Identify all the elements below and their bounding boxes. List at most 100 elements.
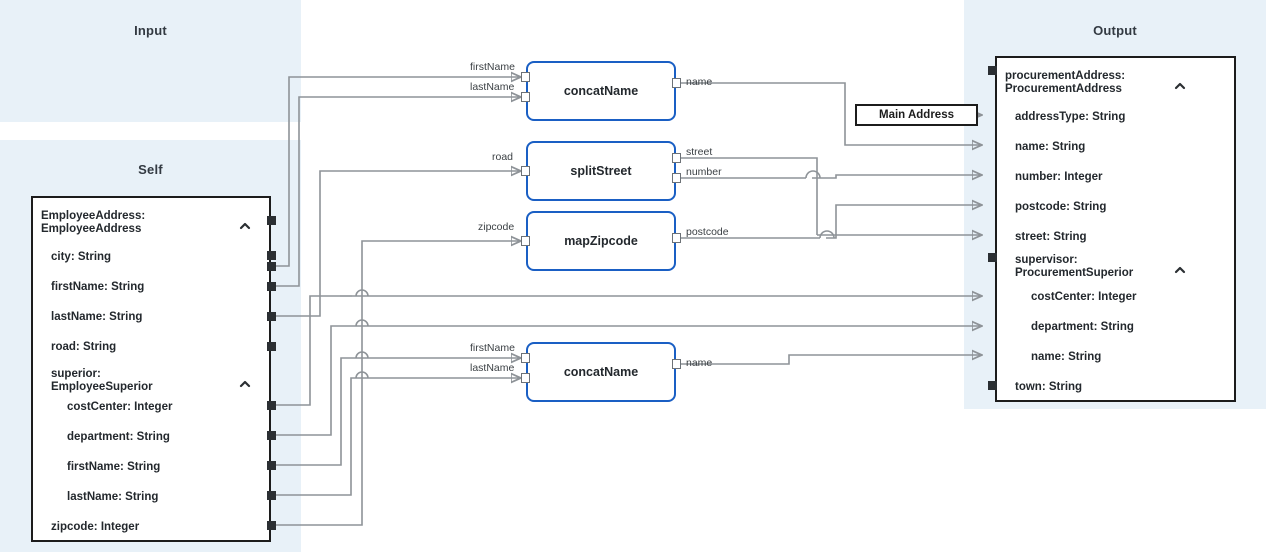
- output-row-label: name: String: [1015, 141, 1086, 153]
- self-row[interactable]: costCenter: Integer: [33, 401, 269, 414]
- function-node-title: concatName: [563, 84, 639, 98]
- output-port-root[interactable]: [988, 66, 997, 75]
- self-row-label: lastName: String: [51, 311, 143, 323]
- output-row-label: procurementAddress:ProcurementAddress: [1005, 70, 1126, 95]
- self-port-zipcode[interactable]: [267, 521, 276, 530]
- output-row[interactable]: street: String: [997, 231, 1234, 244]
- output-row[interactable]: supervisor:ProcurementSuperior: [997, 254, 1234, 280]
- self-row[interactable]: department: String: [33, 431, 269, 444]
- output-row-label: addressType: String: [1015, 111, 1126, 123]
- fn3-input-port-zipcode[interactable]: [521, 236, 530, 246]
- function-node-concatName-2[interactable]: concatName: [526, 342, 676, 402]
- self-row[interactable]: lastName: String: [33, 491, 269, 504]
- output-row-label: street: String: [1015, 231, 1087, 243]
- function-node-title: splitStreet: [570, 164, 632, 178]
- self-port-road[interactable]: [267, 312, 276, 321]
- self-port-city[interactable]: [267, 251, 276, 260]
- fn1-input-port-lastName[interactable]: [521, 92, 530, 102]
- output-row-label: town: String: [1015, 381, 1083, 393]
- self-row-label: lastName: String: [67, 491, 159, 503]
- self-row[interactable]: city: String: [33, 251, 269, 264]
- self-port-root[interactable]: [267, 216, 276, 225]
- self-row-label: firstName: String: [51, 281, 145, 293]
- self-row-label: city: String: [51, 251, 112, 263]
- fn3-input-label-zipcode: zipcode: [478, 221, 515, 233]
- fn1-output-label-name: name: [686, 76, 713, 88]
- output-row[interactable]: costCenter: Integer: [997, 291, 1234, 304]
- chevron-up-icon[interactable]: [1174, 80, 1186, 92]
- self-port-department[interactable]: [267, 431, 276, 440]
- output-port-supervisor[interactable]: [988, 253, 997, 262]
- constant-main-address[interactable]: Main Address: [855, 104, 978, 126]
- output-row[interactable]: town: String: [997, 381, 1234, 394]
- panel-input-title: Input: [134, 23, 167, 38]
- fn1-input-label-firstName: firstName: [470, 61, 515, 73]
- self-port-superior[interactable]: [267, 342, 276, 351]
- self-port-sup-firstName[interactable]: [267, 461, 276, 470]
- function-node-concatName-1[interactable]: concatName: [526, 61, 676, 121]
- function-node-title: mapZipcode: [564, 234, 638, 248]
- function-node-title: concatName: [563, 365, 639, 379]
- self-row-label: road: String: [51, 341, 117, 353]
- output-row-label: postcode: String: [1015, 201, 1107, 213]
- output-row[interactable]: number: Integer: [997, 171, 1234, 184]
- fn3-output-label-postcode: postcode: [686, 226, 729, 238]
- fn1-input-label-lastName: lastName: [470, 81, 515, 93]
- self-row[interactable]: zipcode: Integer: [33, 521, 269, 534]
- self-row-label: department: String: [67, 431, 170, 443]
- output-row[interactable]: postcode: String: [997, 201, 1234, 214]
- fn1-output-port-name[interactable]: [672, 78, 681, 88]
- self-row-label: superior:EmployeeSuperior: [51, 368, 153, 393]
- fn2-output-port-street[interactable]: [672, 153, 681, 163]
- chevron-up-icon[interactable]: [239, 220, 251, 232]
- self-port-lastName[interactable]: [267, 282, 276, 291]
- self-port-costCenter[interactable]: [267, 401, 276, 410]
- fn4-input-port-lastName[interactable]: [521, 373, 530, 383]
- self-port-sup-lastName[interactable]: [267, 491, 276, 500]
- self-row-label: firstName: String: [67, 461, 161, 473]
- output-row-label: supervisor:ProcurementSuperior: [1015, 254, 1134, 279]
- output-row[interactable]: procurementAddress:ProcurementAddress: [997, 70, 1234, 96]
- self-port-firstName[interactable]: [267, 262, 276, 271]
- fn4-output-label-name: name: [686, 357, 713, 369]
- output-row-label: department: String: [1031, 321, 1134, 333]
- output-row[interactable]: department: String: [997, 321, 1234, 334]
- output-row[interactable]: addressType: String: [997, 111, 1234, 124]
- fn3-output-port-postcode[interactable]: [672, 233, 681, 243]
- function-node-splitStreet[interactable]: splitStreet: [526, 141, 676, 201]
- fn4-output-port-name[interactable]: [672, 359, 681, 369]
- self-row[interactable]: EmployeeAddress:EmployeeAddress: [33, 210, 269, 236]
- chevron-up-icon[interactable]: [1174, 264, 1186, 276]
- output-port-town[interactable]: [988, 381, 997, 390]
- output-row-label: number: Integer: [1015, 171, 1103, 183]
- fn4-input-label-lastName: lastName: [470, 362, 515, 374]
- self-row-label: zipcode: Integer: [51, 521, 140, 533]
- output-row-label: costCenter: Integer: [1031, 291, 1137, 303]
- self-row[interactable]: lastName: String: [33, 311, 269, 324]
- panel-self-title: Self: [138, 162, 163, 177]
- self-row[interactable]: firstName: String: [33, 461, 269, 474]
- fn4-input-port-firstName[interactable]: [521, 353, 530, 363]
- self-row-label: EmployeeAddress:EmployeeAddress: [41, 210, 146, 235]
- self-row-label: costCenter: Integer: [67, 401, 173, 413]
- self-row[interactable]: superior:EmployeeSuperior: [33, 368, 269, 394]
- fn2-output-port-number[interactable]: [672, 173, 681, 183]
- output-row[interactable]: name: String: [997, 141, 1234, 154]
- output-row[interactable]: name: String: [997, 351, 1234, 364]
- output-schema-node[interactable]: procurementAddress:ProcurementAddress ad…: [995, 56, 1236, 402]
- fn2-output-label-number: number: [686, 166, 722, 178]
- fn2-input-label-road: road: [492, 151, 514, 163]
- chevron-up-icon[interactable]: [239, 378, 251, 390]
- self-row[interactable]: road: String: [33, 341, 269, 354]
- function-node-mapZipcode[interactable]: mapZipcode: [526, 211, 676, 271]
- panel-input: [0, 0, 301, 122]
- fn1-input-port-firstName[interactable]: [521, 72, 530, 82]
- output-row-label: name: String: [1031, 351, 1102, 363]
- fn4-input-label-firstName: firstName: [470, 342, 515, 354]
- fn2-input-port-road[interactable]: [521, 166, 530, 176]
- self-row[interactable]: firstName: String: [33, 281, 269, 294]
- fn2-output-label-street: street: [686, 146, 713, 158]
- self-schema-node[interactable]: EmployeeAddress:EmployeeAddress city: St…: [31, 196, 271, 542]
